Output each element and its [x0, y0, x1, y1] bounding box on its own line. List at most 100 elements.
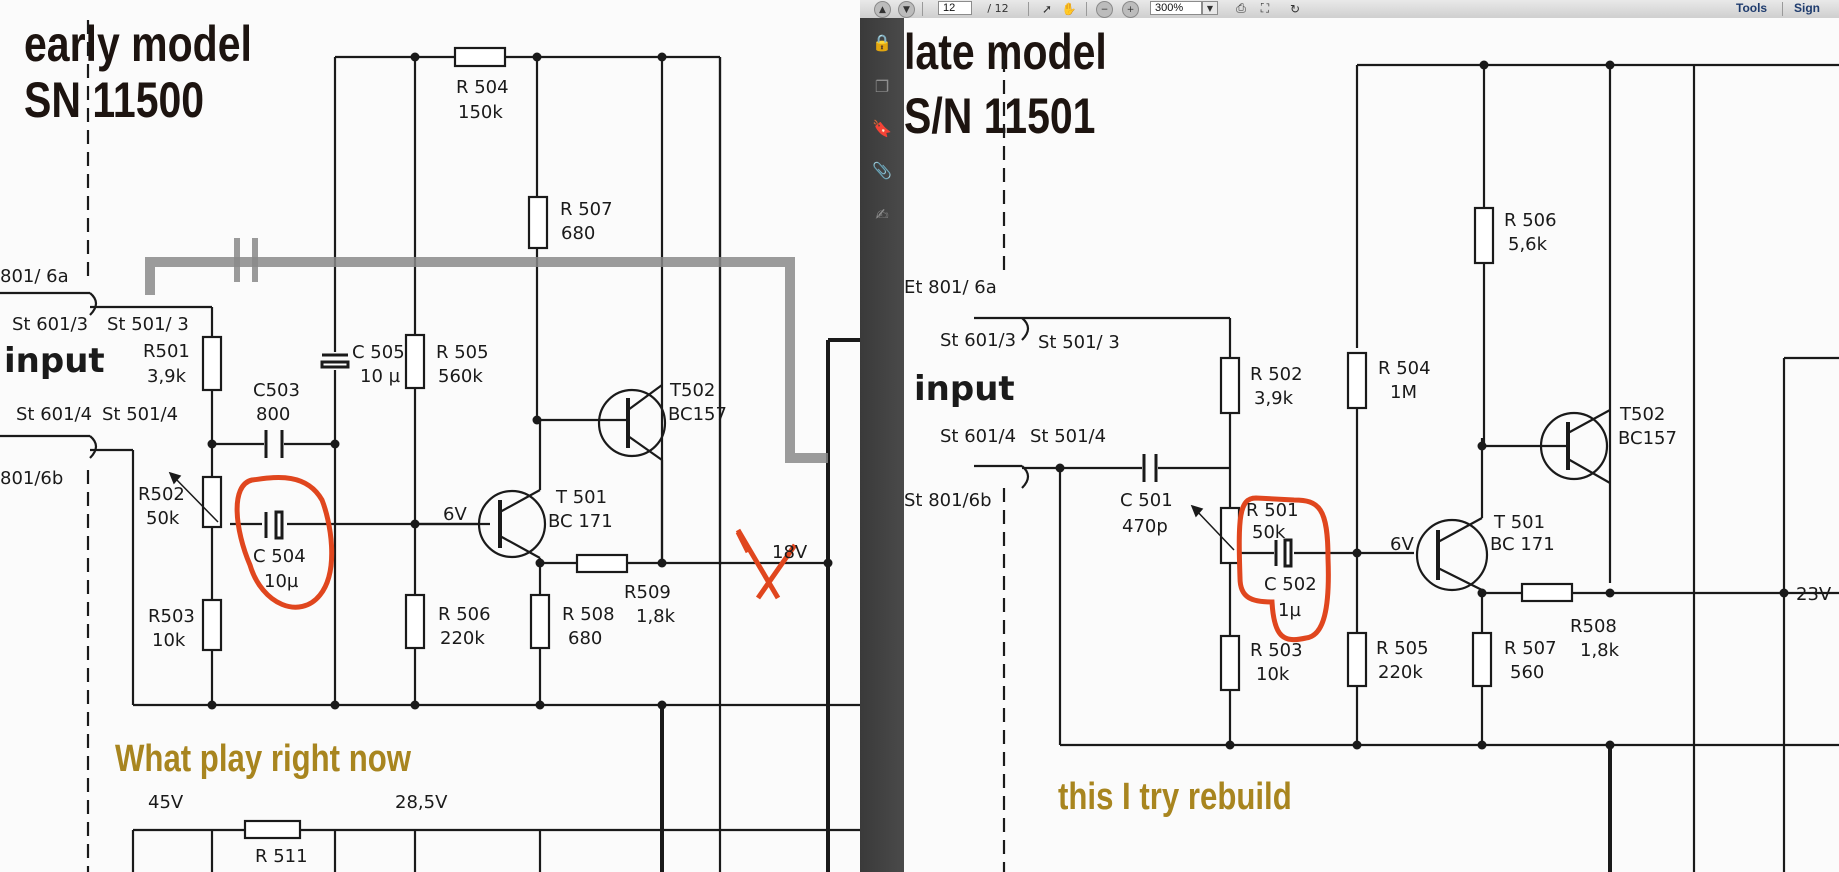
late-junctions [1055, 60, 1789, 750]
label-801-6a: 801/ 6a [0, 266, 69, 287]
zoom-out-button[interactable]: − [1096, 1, 1113, 18]
r501-late-body [1219, 506, 1241, 565]
early-wires [0, 20, 860, 872]
signature-icon[interactable]: ✍ [875, 204, 889, 224]
label-r502: R502 [138, 484, 185, 505]
late-pot-arrow [1190, 504, 1235, 551]
label-r502-value: 50k [146, 508, 180, 529]
early-components [201, 46, 629, 840]
label-r511: R 511 [255, 846, 308, 867]
hand-tool-icon[interactable]: ✋ [1061, 1, 1077, 16]
label-t502-late-type: BC157 [1618, 428, 1677, 449]
label-r507-late-value: 560 [1510, 662, 1544, 683]
label-r504-late-value: 1M [1390, 382, 1417, 403]
label-input-late: input [914, 369, 1015, 409]
label-801-6b: 801/6b [0, 468, 63, 489]
label-r505-value: 560k [438, 366, 483, 387]
label-r505-late: R 505 [1376, 638, 1429, 659]
early-model-title: early model SN 11500 [24, 18, 252, 126]
label-r501: R501 [143, 341, 190, 362]
gray-overlay-wire [145, 257, 828, 463]
pages-icon[interactable]: ❐ [874, 76, 890, 96]
label-st501-4: St 501/4 [102, 404, 178, 425]
label-t502-type: BC157 [668, 404, 727, 425]
label-6v: 6V [443, 504, 467, 525]
label-r507: R 507 [560, 199, 613, 220]
label-c501-late: C 501 [1120, 490, 1173, 511]
late-model-title-line2: S/N 11501 [904, 88, 1096, 144]
early-model-schematic: early model SN 11500 What play right now [0, 0, 860, 872]
label-r506-value: 220k [440, 628, 485, 649]
label-r504-value: 150k [458, 102, 503, 123]
late-schematic-svg: Et 801/ 6a St 601/3 St 501/ 3 St 601/4 S… [904, 58, 1839, 872]
rotate-icon[interactable]: ↻ [1289, 1, 1301, 16]
label-r503: R503 [148, 606, 195, 627]
label-c502-late: C 502 [1264, 574, 1317, 595]
page-number-input[interactable]: 12 [938, 1, 972, 15]
label-c505: C 505 [352, 342, 405, 363]
toolbar-separator [1028, 2, 1029, 16]
late-wires [974, 58, 1839, 872]
fit-page-icon[interactable]: ⛶ [1260, 1, 1270, 15]
late-model-schematic: late model S/N 11501 this I try rebuild [904, 18, 1839, 872]
label-t501-type: BC 171 [548, 511, 613, 532]
r503-late-body [1219, 634, 1241, 692]
label-r506-late-value: 5,6k [1508, 234, 1548, 255]
early-model-caption: What play right now [115, 738, 412, 780]
r509-body [575, 553, 629, 574]
label-r504: R 504 [456, 77, 509, 98]
label-st601-4: St 601/4 [16, 404, 92, 425]
zoom-in-button[interactable]: + [1122, 1, 1139, 18]
bookmark-icon[interactable]: 🔖 [872, 118, 892, 138]
label-st501-4-late: St 501/4 [1030, 426, 1106, 447]
r504-late-body [1346, 351, 1368, 410]
label-r503-late-value: 10k [1256, 664, 1290, 685]
label-c503: C503 [253, 380, 300, 401]
label-r503-late: R 503 [1250, 640, 1303, 661]
label-c504-value: 10µ [264, 571, 299, 592]
label-t501-late-type: BC 171 [1490, 534, 1555, 555]
label-18v: 18V [772, 542, 808, 563]
zoom-dropdown-chevron-icon[interactable]: ▼ [1202, 1, 1218, 15]
label-c504: C 504 [253, 546, 306, 567]
early-schematic-svg: 801/ 6a St 601/3 St 501/ 3 St 601/4 St 5… [0, 20, 860, 872]
label-st501-3: St 501/ 3 [107, 314, 189, 335]
label-t502: T502 [669, 380, 715, 401]
gray-break-mark [234, 238, 258, 282]
r507-late-body [1471, 631, 1493, 688]
attachment-icon[interactable]: 📎 [872, 160, 892, 180]
label-r501-late-value: 50k [1252, 522, 1286, 543]
label-r504-late: R 504 [1378, 358, 1431, 379]
label-r502-late: R 502 [1250, 364, 1303, 385]
late-capacitors [1142, 454, 1293, 568]
zoom-level-input[interactable]: 300% [1150, 1, 1202, 15]
label-23v-late: 23V [1796, 584, 1832, 605]
label-t501: T 501 [555, 487, 607, 508]
r506-body [404, 593, 426, 650]
print-icon[interactable]: ⎙ [1236, 1, 1246, 15]
next-page-button[interactable]: ▼ [898, 1, 915, 18]
label-r502-late-value: 3,9k [1254, 388, 1294, 409]
label-r505-late-value: 220k [1378, 662, 1423, 683]
label-r506-late: R 506 [1504, 210, 1557, 231]
label-45v: 45V [148, 792, 184, 813]
lock-icon[interactable]: 🔒 [872, 32, 892, 52]
label-c505-value: 10 µ [360, 366, 401, 387]
label-r501-late: R 501 [1246, 500, 1299, 521]
tools-button[interactable]: Tools [1736, 1, 1768, 15]
r505-late-body [1346, 631, 1368, 688]
prev-page-button[interactable]: ▲ [874, 1, 891, 18]
r502-late-body [1219, 356, 1241, 415]
select-cursor-icon[interactable]: ➚ [1041, 1, 1053, 16]
label-r508-late: R508 [1570, 616, 1617, 637]
sign-button[interactable]: Sign [1794, 1, 1820, 15]
r511-body [243, 819, 302, 840]
r503-body [201, 598, 223, 652]
toolbar-separator [1086, 2, 1087, 16]
label-st601-3: St 601/3 [12, 314, 88, 335]
red-circle-c504 [234, 475, 335, 610]
label-c503-value: 800 [256, 404, 290, 425]
late-model-title-line1: late model [904, 24, 1107, 80]
label-input: input [4, 341, 105, 381]
label-r503-value: 10k [152, 630, 186, 651]
